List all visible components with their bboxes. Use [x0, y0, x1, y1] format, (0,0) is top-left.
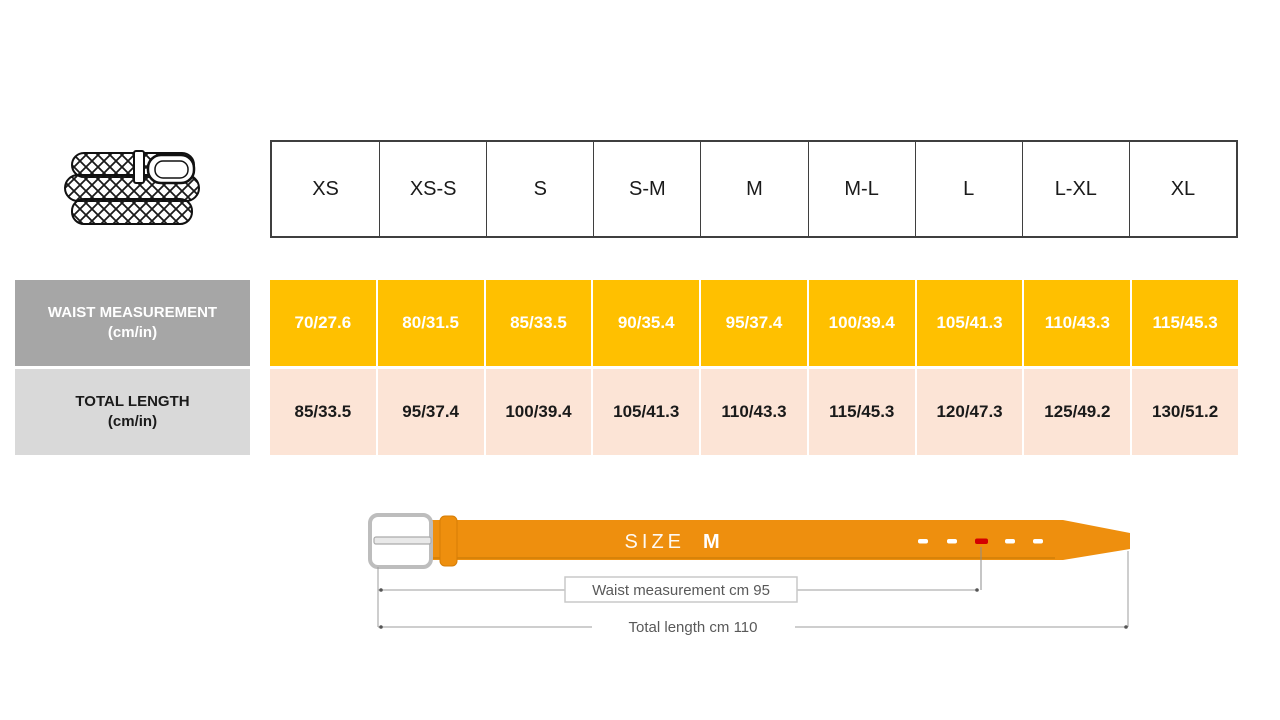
- size-header-cell-xs-s: XS-S: [379, 142, 486, 236]
- length-value-cell: 120/47.3: [916, 369, 1023, 455]
- belt-hole: [918, 539, 928, 544]
- waist-caption-box: [564, 576, 798, 603]
- total-length-row-label: TOTAL LENGTH (cm/in): [15, 369, 250, 455]
- size-header-cell-xl: XL: [1128, 142, 1236, 236]
- waist-caption: Waist measurement cm 95: [592, 582, 770, 599]
- waist-value-cell: 105/41.3: [916, 280, 1023, 366]
- braided-belt-icon: [62, 143, 202, 243]
- size-value: M: [703, 531, 720, 553]
- length-value-cell: 105/41.3: [593, 369, 700, 455]
- length-label-unit: (cm/in): [107, 413, 158, 430]
- waist-measurement-values-row: 70/27.6 80/31.5 85/33.5 90/35.4 95/37.4 …: [270, 280, 1238, 366]
- size-header-cell-m-l: M-L: [807, 142, 915, 236]
- size-header-cell-s: S: [486, 142, 593, 236]
- belt-hole-selected: [975, 538, 988, 544]
- waist-label-text: WAIST MEASUREMENT: [47, 303, 218, 321]
- length-value-cell: 100/39.4: [485, 369, 592, 455]
- length-value-cell: 85/33.5: [270, 369, 376, 455]
- size-header-cell-l: L: [914, 142, 1022, 236]
- belt-hole: [1033, 539, 1043, 544]
- size-header-cell-l-xl: L-XL: [1021, 142, 1129, 236]
- belt-keeper-loop: [439, 515, 458, 567]
- total-length-values-row: 85/33.5 95/37.4 100/39.4 105/41.3 110/43…: [270, 369, 1238, 455]
- belt-strap: [429, 520, 1130, 560]
- belt-measurement-diagram: SIZE M Waist measurement cm 95 Total len…: [355, 505, 1145, 655]
- length-caption: Total length cm 110: [629, 619, 758, 636]
- length-value-cell: 95/37.4: [377, 369, 484, 455]
- size-header-cell-s-m: S-M: [593, 142, 700, 236]
- waist-measurement-row-label: WAIST MEASUREMENT (cm/in): [15, 280, 250, 366]
- size-header-cell-m: M: [700, 142, 807, 236]
- waist-label-unit: (cm/in): [107, 324, 158, 341]
- waist-value-cell: 70/27.6: [270, 280, 376, 366]
- waist-value-cell: 95/37.4: [701, 280, 807, 366]
- length-value-cell: 125/49.2: [1024, 369, 1131, 455]
- waist-value-cell: 85/33.5: [485, 280, 592, 366]
- waist-value-cell: 110/43.3: [1024, 280, 1131, 366]
- waist-value-cell: 80/31.5: [377, 280, 484, 366]
- waist-value-cell: 115/45.3: [1132, 280, 1238, 366]
- length-value-cell: 110/43.3: [701, 369, 807, 455]
- belt-buckle-prong: [373, 536, 432, 545]
- waist-value-cell: 100/39.4: [808, 280, 915, 366]
- belt-hole: [1005, 539, 1015, 544]
- size-header-cell-xs: XS: [312, 177, 339, 200]
- length-value-cell: 130/51.2: [1132, 369, 1238, 455]
- length-value-cell: 115/45.3: [808, 369, 915, 455]
- belt-hole: [947, 539, 957, 544]
- length-label-text: TOTAL LENGTH: [75, 392, 190, 410]
- size-header-row: XS XS-S S S-M M M-L L L-XL XL: [270, 140, 1238, 238]
- size-label: SIZE: [625, 531, 685, 553]
- waist-value-cell: 90/35.4: [593, 280, 700, 366]
